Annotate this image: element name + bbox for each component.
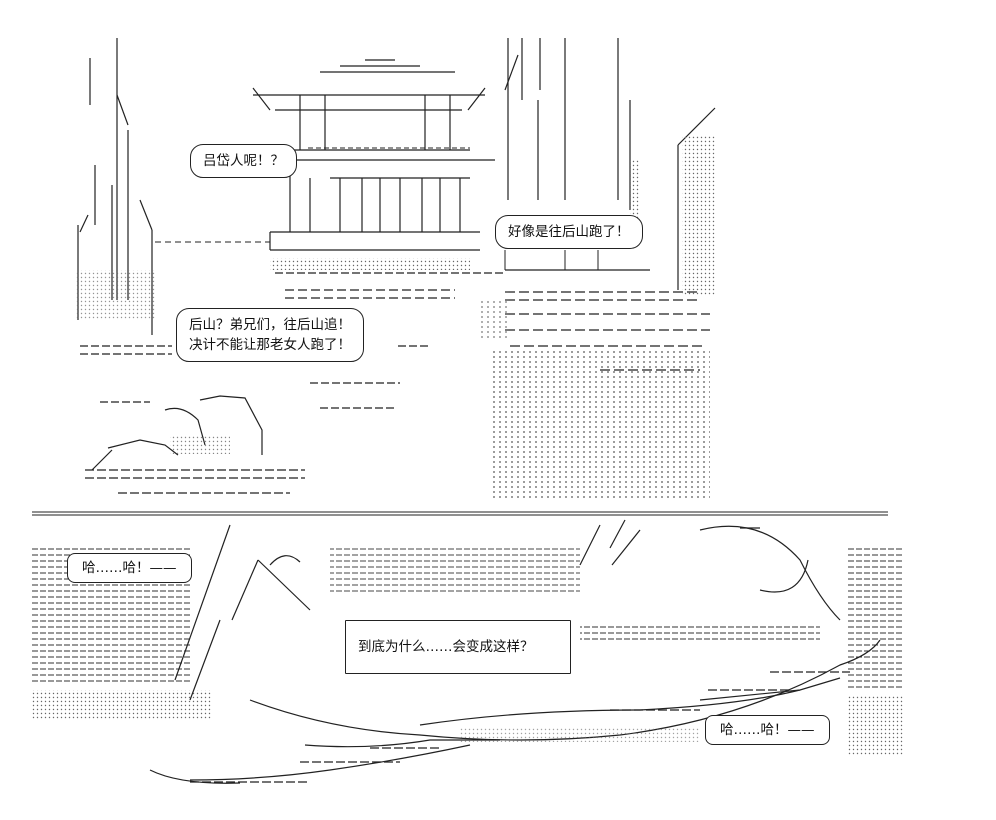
cliff-shading-left <box>75 270 155 320</box>
speech-text: 好像是往后山跑了！ <box>508 224 630 240</box>
rock-left <box>91 395 263 471</box>
left-ground-lines <box>80 345 430 409</box>
speech-bubble-chase-order: 后山？弟兄们，往后山追！ 决计不能让那老女人跑了！ <box>176 308 364 362</box>
hatch-center <box>330 545 580 595</box>
cliff-shading-right <box>682 135 716 295</box>
speech-text: 哈……哈！—— <box>82 560 177 576</box>
figure-lines <box>174 519 841 701</box>
speech-text-line-2: 决计不能让那老女人跑了！ <box>189 337 351 353</box>
speech-text-line-1: 后山？弟兄们，往后山追！ <box>189 317 351 333</box>
speech-bubble-panting-left: 哈……哈！—— <box>67 553 192 583</box>
speech-text: 吕岱人呢！？ <box>203 153 284 169</box>
pavilion-base-shading <box>270 258 470 270</box>
speech-bubble-panting-right: 哈……哈！—— <box>705 715 830 745</box>
dotted-mist <box>490 350 710 500</box>
speech-bubble-where-is-lvdai: 吕岱人呢！？ <box>190 144 297 178</box>
caption-box-inner-thought: 到底为什么……会变成这样？ <box>345 620 571 674</box>
caption-text: 到底为什么……会变成这样？ <box>358 639 534 655</box>
speech-bubble-ran-to-back-mountain: 好像是往后山跑了！ <box>495 215 643 249</box>
pavilion <box>252 59 495 251</box>
hatch-right <box>848 548 903 688</box>
speech-text: 哈……哈！—— <box>720 722 815 738</box>
